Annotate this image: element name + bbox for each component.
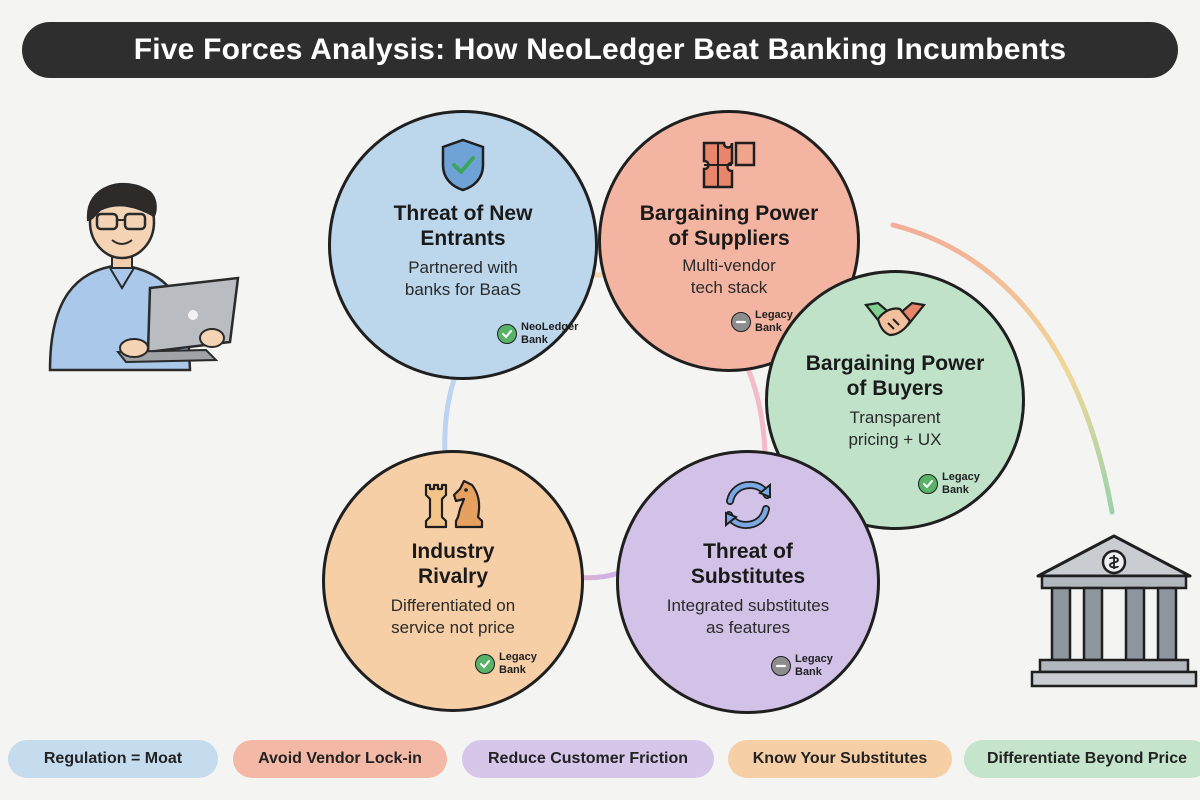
status-badge: Legacy Bank xyxy=(918,471,990,497)
force-title-line1: Threat of xyxy=(703,540,793,563)
puzzle-icon xyxy=(702,141,756,189)
force-title-line2: Rivalry xyxy=(417,565,489,588)
force-desc-line2: as features xyxy=(705,618,791,637)
status-badge: Legacy Bank xyxy=(475,651,547,677)
takeaway-pill: Reduce Customer Friction xyxy=(462,740,714,778)
force-desc-line2: banks for BaaS xyxy=(404,280,522,299)
badge-line1: Legacy xyxy=(755,309,793,321)
badge-line2: Bank xyxy=(755,322,782,334)
badge-line1: Legacy xyxy=(795,653,833,665)
force-title-line1: Bargaining Power xyxy=(639,202,819,225)
force-desc-line2: pricing + UX xyxy=(848,430,942,449)
badge-line1: Legacy xyxy=(499,651,537,663)
force-desc-line1: Multi-vendor xyxy=(682,256,776,275)
force-desc-line2: service not price xyxy=(391,618,515,637)
force-title-line1: Threat of New xyxy=(393,202,533,225)
status-badge: Legacy Bank xyxy=(731,309,803,335)
takeaway-pill: Differentiate Beyond Price xyxy=(964,740,1200,778)
force-desc-line1: Differentiated on xyxy=(390,596,516,615)
page-title: Five Forces Analysis: How NeoLedger Beat… xyxy=(133,33,1067,66)
badge-line1: NeoLedger xyxy=(521,321,579,333)
minus-icon xyxy=(771,656,791,676)
check-icon xyxy=(497,324,517,344)
badge-line1: Legacy xyxy=(942,471,980,483)
force-desc-line1: Integrated substitutes xyxy=(666,596,830,615)
minus-icon xyxy=(731,312,751,332)
shield-check-icon xyxy=(441,138,485,192)
force-title-line2: of Buyers xyxy=(846,377,944,400)
status-badge: NeoLedger Bank xyxy=(497,321,579,347)
takeaway-pill: Regulation = Moat xyxy=(8,740,218,778)
force-title-line2: of Suppliers xyxy=(668,227,790,250)
badge-line2: Bank xyxy=(499,664,526,676)
takeaway-pill: Know Your Substitutes xyxy=(728,740,952,778)
force-industry-rivalry: Industry Rivalry Differentiated on servi… xyxy=(322,450,584,712)
takeaway-label: Know Your Substitutes xyxy=(752,750,928,767)
badge-line2: Bank xyxy=(521,334,548,346)
check-icon xyxy=(475,654,495,674)
check-icon xyxy=(918,474,938,494)
takeaway-label: Reduce Customer Friction xyxy=(487,750,689,767)
takeaway-label: Regulation = Moat xyxy=(43,750,183,767)
chess-pieces-icon xyxy=(424,479,484,529)
person-with-laptop-icon xyxy=(48,183,240,372)
badge-line2: Bank xyxy=(795,666,822,678)
takeaway-label: Differentiate Beyond Price xyxy=(986,750,1188,767)
force-title-line1: Bargaining Power xyxy=(805,352,985,375)
force-title-line1: Industry xyxy=(411,540,495,563)
title-bar: Five Forces Analysis: How NeoLedger Beat… xyxy=(22,22,1178,78)
force-threat-of-new-entrants: Threat of New Entrants Partnered with ba… xyxy=(328,110,598,380)
badge-line2: Bank xyxy=(942,484,969,496)
force-desc-line2: tech stack xyxy=(690,278,768,297)
force-title-line2: Entrants xyxy=(420,227,506,250)
takeaway-label: Avoid Vendor Lock-in xyxy=(258,750,422,767)
refresh-cycle-icon xyxy=(725,480,771,530)
force-threat-of-substitutes: Threat of Substitutes Integrated substit… xyxy=(616,450,880,714)
force-desc-line1: Transparent xyxy=(849,408,941,427)
takeaway-pill: Avoid Vendor Lock-in xyxy=(233,740,447,778)
force-title-line2: Substitutes xyxy=(690,565,806,588)
handshake-icon xyxy=(863,301,927,337)
status-badge: Legacy Bank xyxy=(771,653,843,679)
bank-building-icon xyxy=(1030,534,1198,688)
force-desc-line1: Partnered with xyxy=(408,258,518,277)
